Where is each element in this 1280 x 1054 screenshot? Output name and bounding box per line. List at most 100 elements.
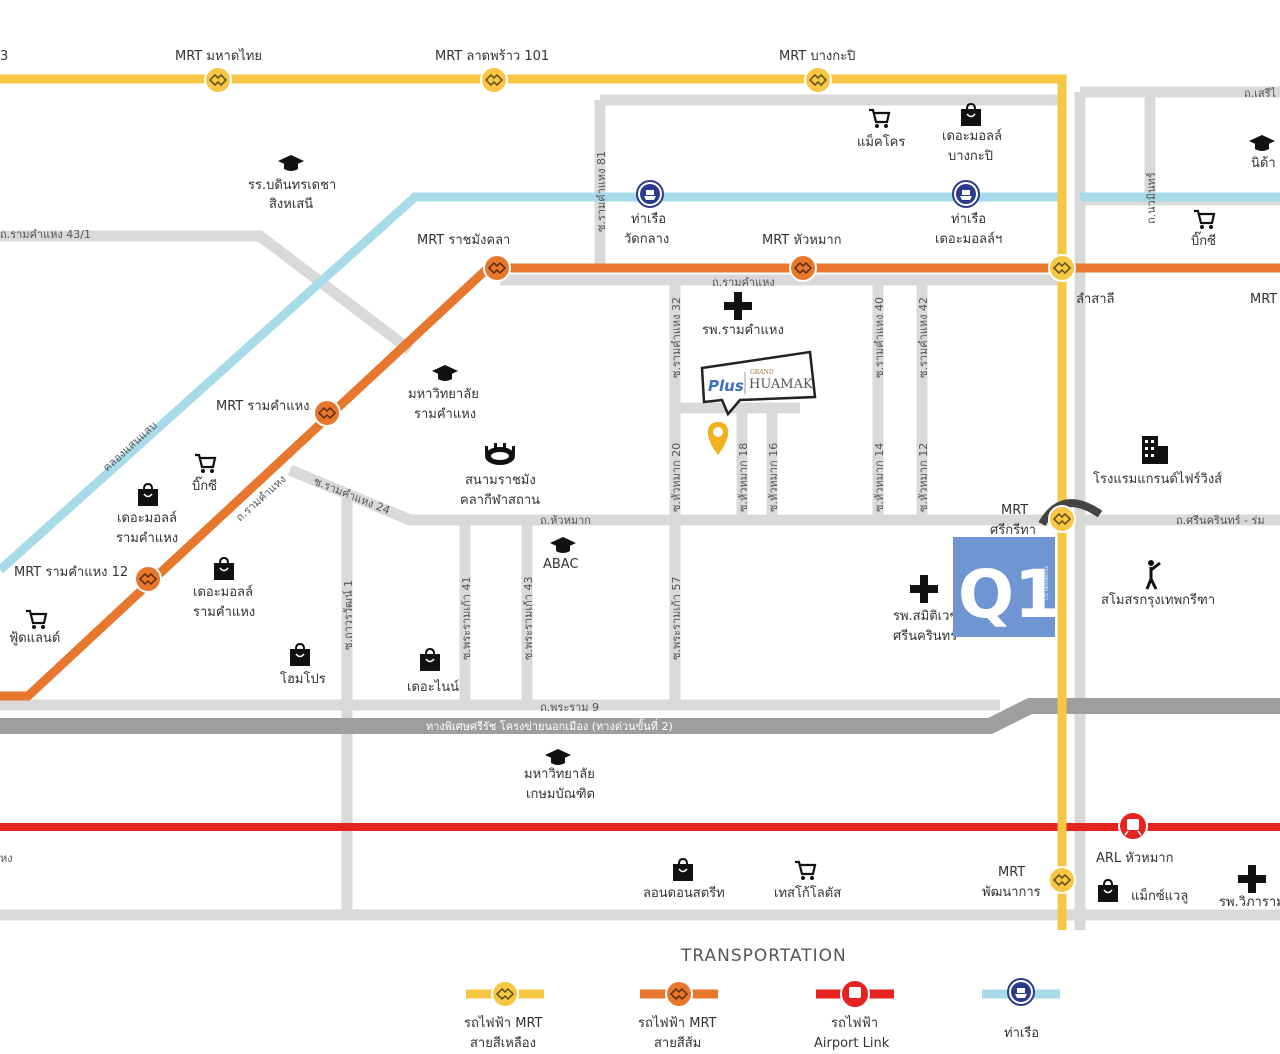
- q1-logo: Q1 Q1 Residence: [953, 537, 1060, 637]
- road-label-canal: คลองแสนแสบ: [100, 419, 159, 474]
- road-label-srinakarin: ถ.ศรีนครินทร์ - ร่ม: [1176, 514, 1265, 527]
- place-hospital-samitivej-1: รพ.สมิติเวช: [893, 609, 958, 624]
- road-label-phraram43: ซ.พระรามเก้า 43: [522, 577, 535, 660]
- station-label-phatthanakan-2: พัฒนาการ: [982, 885, 1041, 900]
- station-label-lamsali: ลำสาลี: [1076, 291, 1114, 307]
- station-rajamangala-icon[interactable]: [483, 254, 511, 282]
- place-homepro: โฮมโปร: [280, 671, 326, 687]
- station-ramkhamhaeng-icon[interactable]: [313, 399, 341, 427]
- road-label-huamak14: ซ.หัวหมาก 14: [873, 443, 886, 512]
- road-label-ramkhamhaeng-main: ถ.รามคำแหง: [712, 276, 775, 289]
- station-label-edge: 3: [0, 49, 8, 64]
- station-srikritha-icon[interactable]: [1048, 505, 1076, 533]
- station-label-rajamangala: MRT ราชมังคลา: [417, 233, 510, 248]
- legend-item-yellow: รถไฟฟ้า MRT สายสีเหลือง: [464, 980, 544, 1051]
- station-label-phatthanakan-1: MRT: [998, 865, 1025, 880]
- thenine-icon: [419, 648, 441, 672]
- place-makro: แม็คโคร: [857, 132, 905, 150]
- pier-label-watklang-2: วัดกลาง: [624, 232, 669, 247]
- legend-yellow-line1: รถไฟฟ้า MRT: [464, 1015, 543, 1031]
- road-label-rama9: ถ.พระราม 9: [540, 701, 599, 714]
- place-maxvalu: แม็กซ์แวลู: [1131, 886, 1188, 904]
- ru-icon: [432, 365, 458, 381]
- station-huamak-icon[interactable]: [789, 254, 817, 282]
- station-lamsali-icon[interactable]: [1048, 254, 1076, 282]
- legend-orange-line2: สายสีส้ม: [654, 1035, 701, 1051]
- arl-huamak-icon[interactable]: [1118, 811, 1148, 841]
- station-ramkhamhaeng12-icon[interactable]: [134, 565, 162, 593]
- pier-watklang-icon[interactable]: [636, 180, 664, 208]
- road-label-soi43-1: ถ.รามคำแหง 43/1: [0, 228, 91, 241]
- station-label-srikritha-1: MRT: [1001, 503, 1028, 518]
- legend-airport-icon: [840, 979, 870, 1009]
- legend-title: TRANSPORTATION: [680, 946, 847, 966]
- station-ladprao101-icon[interactable]: [480, 66, 508, 94]
- place-school-1: รร.บดินทรเดชา: [248, 178, 336, 193]
- legend-boat-line1: ท่าเรือ: [1004, 1025, 1039, 1041]
- q1-logo-tagline: Q1 Residence: [1044, 566, 1050, 600]
- place-school-2: สิงหเสนี: [269, 196, 313, 212]
- place-bigc-north: บิ๊กซี: [1191, 231, 1216, 249]
- station-mahadthai-icon[interactable]: [204, 66, 232, 94]
- foodland-icon: [24, 609, 48, 631]
- boat-route-line: [0, 192, 1280, 574]
- station-label-ramkhamhaeng: MRT รามคำแหง: [216, 399, 310, 414]
- place-ru-2: รามคำแหง: [414, 407, 476, 422]
- station-label-huamak: MRT หัวหมาก: [762, 233, 842, 248]
- place-tesco: เทสโก้โลตัส: [774, 885, 841, 901]
- pier-label-watklang-1: ท่าเรือ: [631, 211, 666, 227]
- legend-airport-line2: Airport Link: [814, 1036, 890, 1051]
- station-label-ramkhamhaeng12: MRT รามคำแหง 12: [14, 565, 128, 580]
- place-stadium-1: สนามราชมัง: [465, 473, 536, 488]
- place-themall-ram-1a: เดอะมอลล์: [117, 510, 177, 526]
- place-themall-bangkapi-2: บางกะปิ: [948, 149, 993, 164]
- project-callout[interactable]: Plus GRAND HUAMAK: [700, 350, 817, 417]
- road-label-soi42: ซ.รามคำแหง 42: [917, 297, 930, 378]
- station-arc: [1038, 499, 1103, 527]
- expressway-road: [0, 698, 1280, 734]
- road-label-phraram57: ซ.พระรามเก้า 57: [670, 577, 683, 660]
- place-golf: สโมสรกรุงเทพกรีฑา: [1101, 592, 1215, 608]
- hospital-ram-icon: [724, 292, 752, 320]
- road-label-seri: ถ.เสรีไ: [1244, 87, 1276, 100]
- place-themall-bangkapi-1: เดอะมอลล์: [942, 128, 1002, 144]
- school-icon: [278, 155, 304, 171]
- stadium-icon: [485, 443, 515, 465]
- road-network: [0, 86, 1280, 930]
- road-label-huamak12: ซ.หัวหมาก 12: [917, 443, 930, 512]
- pier-themall-icon[interactable]: [952, 180, 980, 208]
- legend-yellow-icon: [491, 980, 519, 1008]
- q1-logo-text: Q1: [958, 556, 1060, 633]
- hotel-icon: [1142, 436, 1168, 464]
- place-ru-1: มหาวิทยาลัย: [408, 387, 479, 402]
- place-stadium-2: คลากีฬาสถาน: [460, 492, 540, 508]
- station-label-orange-edge: MRT: [1250, 292, 1277, 307]
- road-label-huamak20: ซ.หัวหมาก 20: [670, 443, 683, 512]
- station-phatthanakan-icon[interactable]: [1048, 866, 1076, 894]
- themall-bangkapi-icon: [960, 103, 982, 127]
- place-nida: นิด้า: [1251, 156, 1276, 171]
- location-pin-icon[interactable]: [707, 422, 729, 455]
- place-hotel: โรงแรมแกรนด์ไฟร์วิงส์: [1093, 471, 1222, 487]
- golf-icon: [1145, 560, 1161, 590]
- road-label-left-edge: หง: [0, 852, 13, 865]
- place-longdon: ลอนดอนสตรีท: [643, 885, 725, 901]
- road-label-soi81: ซ.รามคำแหง 81: [595, 151, 608, 232]
- homepro-icon: [289, 643, 311, 667]
- place-kasem-1: มหาวิทยาลัย: [524, 767, 595, 782]
- hospital-samitivej-icon: [910, 575, 938, 603]
- bigc-west-icon: [193, 453, 217, 475]
- place-themall-ram-2a: เดอะมอลล์: [193, 584, 253, 600]
- station-label-ladprao101: MRT ลาดพร้าว 101: [435, 49, 549, 64]
- place-foodland: ฟู้ดแลนด์: [9, 630, 60, 646]
- place-abac: ABAC: [543, 557, 579, 572]
- legend-orange-icon: [665, 980, 693, 1008]
- station-bangkapi-icon[interactable]: [804, 66, 832, 94]
- road-label-thawornwat: ซ.ถาวรวัฒน์ 1: [342, 580, 355, 650]
- maxvalu-icon: [1097, 879, 1119, 903]
- station-label-mahadthai: MRT มหาดไทย: [175, 48, 262, 64]
- abac-icon: [550, 537, 576, 553]
- place-thenine: เดอะไนน์: [407, 679, 459, 695]
- road-label-phraram41: ซ.พระรามเก้า 41: [460, 577, 473, 660]
